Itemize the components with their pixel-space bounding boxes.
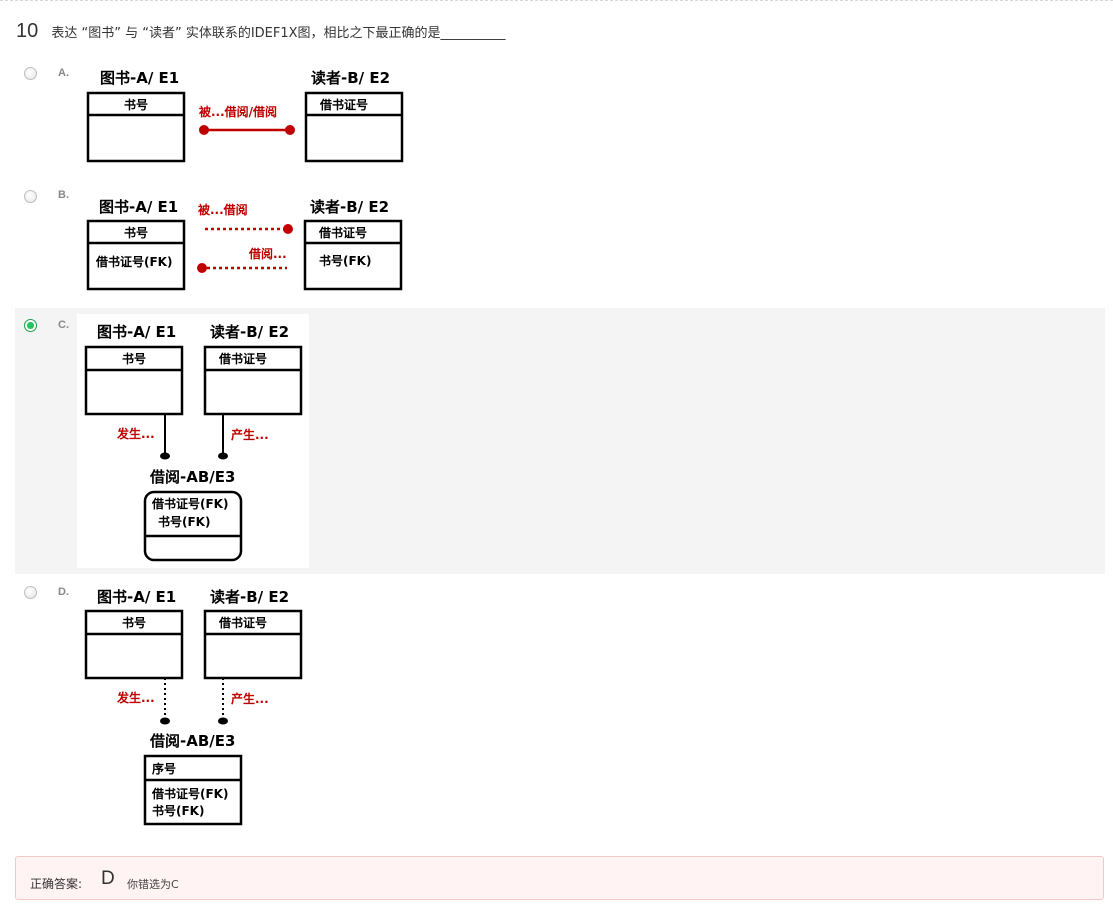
entity3-attr2: 书号(FK) xyxy=(152,803,204,818)
rel-left-label: 发生... xyxy=(116,426,155,441)
your-choice-text: 你错选为C xyxy=(127,878,179,891)
entity2-key: 借书证号 xyxy=(218,615,267,630)
option-a-letter: A. xyxy=(58,67,69,79)
relation-top-dot xyxy=(283,224,293,234)
option-c-diagram: 图书-A/ E1 书号 读者-B/ E2 借书证号 发生... 产生... 借阅… xyxy=(77,314,309,568)
entity1-title: 图书-A/ E1 xyxy=(97,323,176,341)
top-divider xyxy=(0,0,1113,1)
option-a[interactable]: A. 图书-A/ E1 书号 读者-B/ E2 借书证号 被...借阅/借阅 xyxy=(15,60,1105,180)
entity2-key: 借书证号 xyxy=(318,225,367,240)
entity3-box xyxy=(143,754,243,826)
relation-bottom-label: 借阅... xyxy=(248,246,287,261)
rel-left-label: 发生... xyxy=(116,690,155,705)
entity3-key1: 借书证号(FK) xyxy=(151,496,228,511)
entity2-box xyxy=(304,91,404,163)
rel-left-dot xyxy=(160,717,170,725)
option-c-radio[interactable] xyxy=(24,319,37,332)
entity3-attr1: 借书证号(FK) xyxy=(151,786,228,801)
question-header: 10 表达 “图书” 与 “读者” 实体联系的IDEF1X图，相比之下最正确的是… xyxy=(16,20,506,44)
question-number: 10 xyxy=(16,20,39,42)
option-b[interactable]: B. 图书-A/ E1 书号 借书证号(FK) 读者-B/ E2 借书证号 书号… xyxy=(15,182,1105,304)
entity3-title: 借阅-AB/E3 xyxy=(149,468,235,486)
option-d[interactable]: D. 图书-A/ E1 书号 读者-B/ E2 借书证号 发生... 产生...… xyxy=(15,578,1105,830)
entity1-title: 图书-A/ E1 xyxy=(100,69,179,87)
entity2-key: 借书证号 xyxy=(218,351,267,366)
entity2-attr: 书号(FK) xyxy=(319,253,371,268)
entity1-box xyxy=(84,345,184,416)
rel-right-dot xyxy=(218,717,228,725)
option-b-letter: B. xyxy=(58,189,69,201)
answer-value: D xyxy=(101,868,115,889)
entity1-attr: 借书证号(FK) xyxy=(95,254,172,269)
rel-right-dot xyxy=(218,452,228,460)
rel-right-label: 产生... xyxy=(231,691,269,706)
entity2-title: 读者-B/ E2 xyxy=(311,69,390,87)
option-d-diagram: 图书-A/ E1 书号 读者-B/ E2 借书证号 发生... 产生... 借阅… xyxy=(77,582,317,828)
entity3-key: 序号 xyxy=(152,761,176,776)
entity3-box xyxy=(143,490,243,562)
option-d-radio[interactable] xyxy=(24,586,37,599)
answer-label: 正确答案: xyxy=(30,877,83,891)
answer-feedback: 正确答案: D 你错选为C xyxy=(15,856,1104,900)
entity1-key: 书号 xyxy=(122,351,146,366)
entity2-box xyxy=(303,219,403,291)
entity2-box xyxy=(203,345,303,416)
entity2-title: 读者-B/ E2 xyxy=(210,323,289,341)
entity1-key: 书号 xyxy=(124,97,148,112)
option-c[interactable]: C. 图书-A/ E1 书号 读者-B/ E2 借书证号 发生... 产生...… xyxy=(15,308,1105,574)
entity2-box xyxy=(203,609,303,680)
relation-dot-left xyxy=(199,125,209,135)
option-b-radio[interactable] xyxy=(24,190,37,203)
entity2-title: 读者-B/ E2 xyxy=(210,588,289,606)
entity1-key: 书号 xyxy=(122,615,146,630)
entity3-title: 借阅-AB/E3 xyxy=(149,732,235,750)
rel-left-dot xyxy=(160,452,170,460)
entity1-title: 图书-A/ E1 xyxy=(97,588,176,606)
option-a-diagram: 图书-A/ E1 书号 读者-B/ E2 借书证号 被...借阅/借阅 xyxy=(85,65,425,170)
option-c-letter: C. xyxy=(58,319,69,331)
entity1-key: 书号 xyxy=(124,225,148,240)
entity1-box xyxy=(86,91,186,163)
entity3-key2: 书号(FK) xyxy=(158,514,210,529)
option-a-radio[interactable] xyxy=(24,67,37,80)
entity1-title: 图书-A/ E1 xyxy=(99,198,178,216)
relation-bottom-dot xyxy=(197,263,207,273)
option-b-diagram: 图书-A/ E1 书号 借书证号(FK) 读者-B/ E2 借书证号 书号(FK… xyxy=(85,192,425,297)
entity1-box xyxy=(84,609,184,680)
rel-right-label: 产生... xyxy=(231,427,269,442)
question-text: 表达 “图书” 与 “读者” 实体联系的IDEF1X图，相比之下最正确的是___… xyxy=(51,26,506,41)
relation-label: 被...借阅/借阅 xyxy=(199,104,277,119)
option-d-letter: D. xyxy=(58,586,69,598)
entity2-title: 读者-B/ E2 xyxy=(310,198,389,216)
entity2-key: 借书证号 xyxy=(319,97,368,112)
entity1-box xyxy=(86,219,186,291)
relation-dot-right xyxy=(285,125,295,135)
relation-top-label: 被...借阅 xyxy=(198,202,248,217)
